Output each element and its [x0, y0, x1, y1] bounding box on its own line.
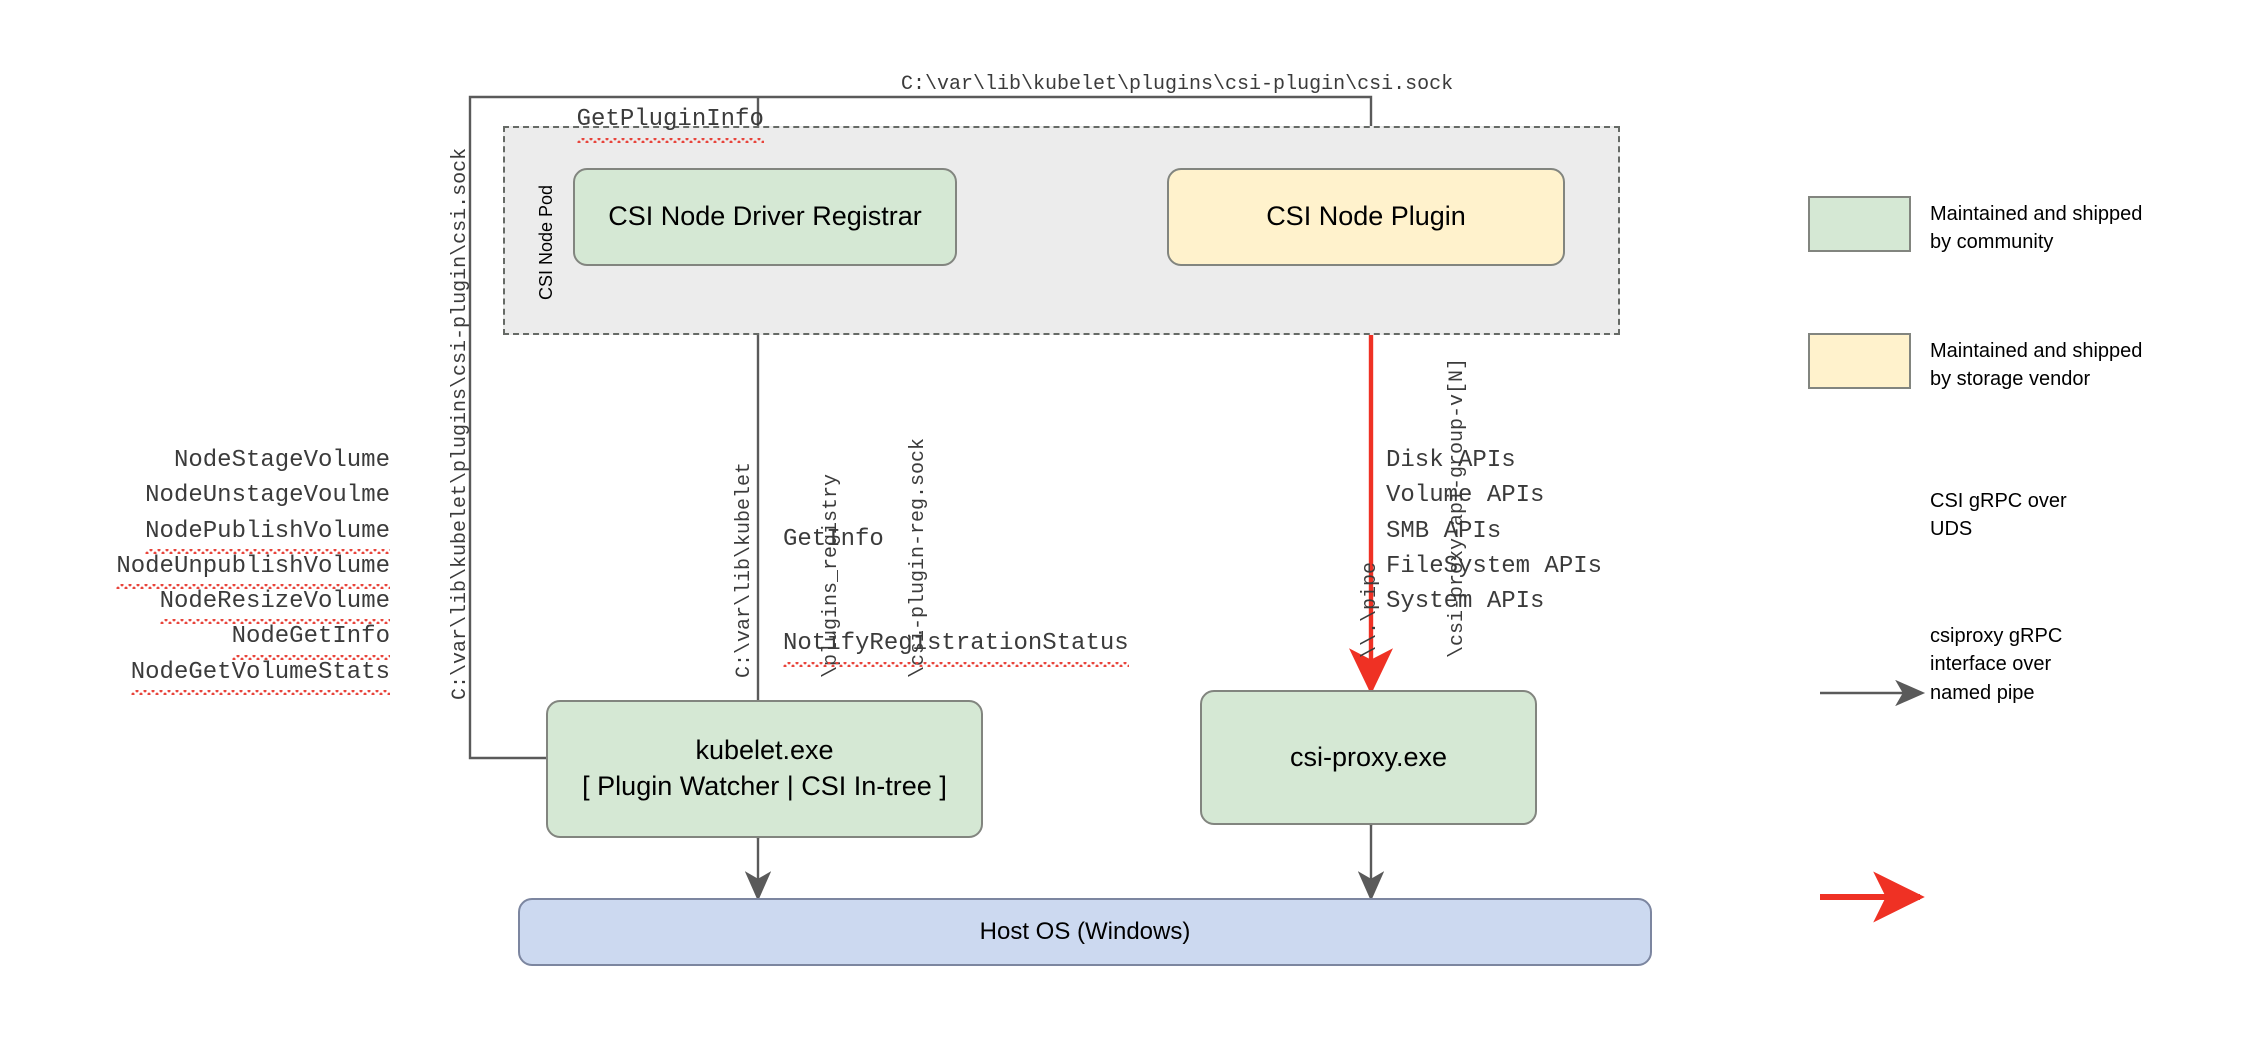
csi-node-api-item: NodeUnstageVoulme: [145, 482, 390, 510]
node-csi-node-driver-registrar[interactable]: CSI Node Driver Registrar: [573, 168, 957, 266]
legend-label-csiproxy-named-pipe: csiproxy gRPC interface over named pipe: [1930, 625, 2063, 704]
csi-proxy-api-item: Disk APIs: [1386, 447, 1516, 474]
csi-proxy-api-item: FileSystem APIs: [1386, 552, 1603, 580]
node-host-os-label: Host OS (Windows): [979, 918, 1191, 946]
node-kubelet[interactable]: kubelet.exe [ Plugin Watcher | CSI In-tr…: [546, 700, 983, 838]
node-kubelet-line2: [ Plugin Watcher | CSI In-tree ]: [582, 771, 947, 801]
csi-node-api-item: NodeStageVolume: [173, 447, 390, 474]
csi-node-api-item: NodeGetInfo: [100, 619, 391, 660]
annotation-plugin-socket-top: C:\var\lib\kubelet\plugins\csi-plugin\cs…: [901, 73, 1454, 96]
legend-swatch-storage-vendor: [1808, 333, 1911, 389]
csi-node-api-list: NodeStageVolume NodeUnstageVoulme NodePu…: [100, 443, 391, 696]
legend-label-community: Maintained and shipped by community: [1930, 203, 2143, 254]
node-kubelet-line1: kubelet.exe: [695, 735, 834, 766]
csi-proxy-api-item: System APIs: [1386, 588, 1545, 616]
node-csi-node-plugin-label: CSI Node Plugin: [1266, 201, 1466, 232]
legend-label-storage-vendor: Maintained and shipped by storage vendor: [1930, 340, 2143, 391]
node-host-os[interactable]: Host OS (Windows): [518, 898, 1652, 966]
annotation-getplugininfo: GetPluginInfo: [519, 68, 765, 172]
csi-node-api-item: NodeResizeVolume: [100, 584, 391, 625]
csi-proxy-api-item: Volume APIs: [1386, 482, 1545, 510]
csi-proxy-api-list: Disk APIs Volume APIs SMB APIs FileSyste…: [1386, 443, 1602, 619]
csi-node-api-item: NodeUnpublishVolume: [100, 549, 390, 590]
node-csi-proxy-label: csi-proxy.exe: [1289, 741, 1448, 772]
csi-node-api-item: NodePublishVolume: [100, 514, 390, 555]
node-csi-node-plugin[interactable]: CSI Node Plugin: [1167, 168, 1565, 266]
csi-node-api-item: NodeGetVolumeStats: [100, 655, 391, 696]
legend-label-csi-grpc-uds: CSI gRPC over UDS: [1930, 490, 2067, 541]
annotation-plugin-socket-left: C:\var\lib\kubelet\plugins\csi-plugin\cs…: [449, 147, 472, 700]
node-csi-proxy[interactable]: csi-proxy.exe: [1200, 690, 1537, 825]
legend-swatch-community: [1808, 196, 1911, 252]
csi-node-pod-label: CSI Node Pod: [536, 184, 556, 300]
csi-proxy-api-item: SMB APIs: [1386, 517, 1502, 545]
annotation-registration-calls: GetInfo NotifyRegistrationStatus: [783, 453, 1129, 731]
node-csi-node-driver-registrar-label: CSI Node Driver Registrar: [608, 201, 922, 232]
